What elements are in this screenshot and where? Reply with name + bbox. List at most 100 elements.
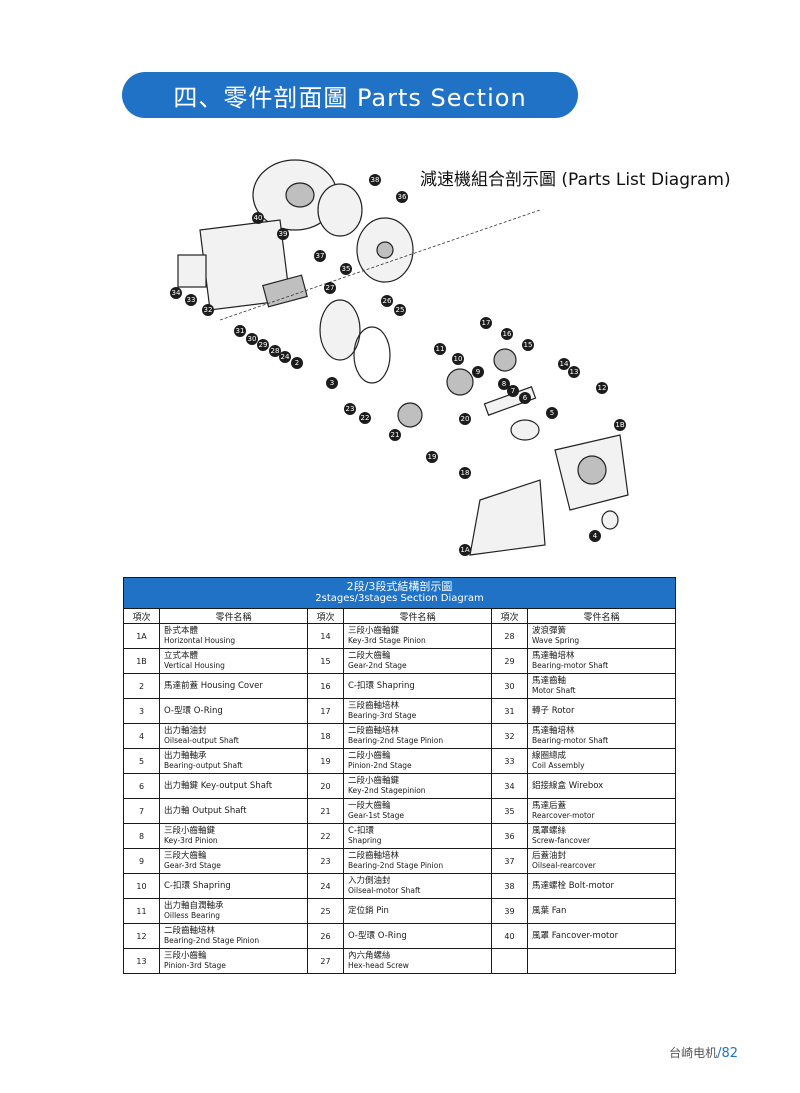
part-number: 8 bbox=[123, 823, 160, 849]
o-ring-part bbox=[353, 326, 391, 384]
svg-text:28: 28 bbox=[271, 347, 280, 355]
part-number: 1A bbox=[123, 623, 160, 649]
part-number: 7 bbox=[123, 798, 160, 824]
part-name-cn: 馬達前蓋 Housing Cover bbox=[164, 681, 263, 691]
part-name-cn: 馬達軸培林 bbox=[532, 651, 575, 661]
part-name-cn: 三段齒軸培林 bbox=[348, 701, 400, 711]
svg-text:1A: 1A bbox=[460, 546, 469, 554]
diagram-title: 減速機組合剖示圖 (Parts List Diagram) bbox=[420, 170, 731, 190]
svg-text:23: 23 bbox=[346, 405, 355, 413]
part-number: 20 bbox=[307, 773, 344, 799]
part-name-cn: 內六角螺絲 bbox=[348, 951, 391, 961]
part-name-cn: O-型環 O-Ring bbox=[164, 706, 223, 716]
svg-text:39: 39 bbox=[279, 230, 288, 238]
svg-text:9: 9 bbox=[476, 368, 480, 376]
part-number: 27 bbox=[307, 948, 344, 974]
part-name: C-扣環 Shapring bbox=[343, 673, 492, 699]
svg-text:32: 32 bbox=[204, 306, 213, 314]
callout-markers: 1A 1B 2 3 4 5 6 7 8 9 10 11 12 13 14 15 … bbox=[170, 174, 626, 556]
part-number: 37 bbox=[491, 848, 528, 874]
part-name: 鋁接線盒 Wirebox bbox=[527, 773, 676, 799]
svg-text:35: 35 bbox=[342, 265, 351, 273]
part-name-en: Screw-fancover bbox=[532, 836, 591, 845]
part-name-en: Vertical Housing bbox=[164, 661, 225, 670]
part-name-cn: 出力軸 Output Shaft bbox=[164, 806, 247, 816]
part-number: 36 bbox=[491, 823, 528, 849]
part-name-en: Oilseal-output Shaft bbox=[164, 736, 239, 745]
part-number: 21 bbox=[307, 798, 344, 824]
part-number: 30 bbox=[491, 673, 528, 699]
part-name-en: Horizontal Housing bbox=[164, 636, 236, 645]
exploded-parts-diagram: 1A 1B 2 3 4 5 6 7 8 9 10 11 12 13 14 15 … bbox=[160, 150, 660, 570]
svg-text:8: 8 bbox=[502, 380, 506, 388]
part-number: 26 bbox=[307, 923, 344, 949]
part-name-en: Bearing-motor Shaft bbox=[532, 661, 609, 670]
part-name-cn: 二段小齒軸鍵 bbox=[348, 776, 400, 786]
part-number: 3 bbox=[123, 698, 160, 724]
part-name-en: Gear-2nd Stage bbox=[348, 661, 407, 670]
part-name: 馬達螺栓 Bolt-motor bbox=[527, 873, 676, 899]
svg-text:3: 3 bbox=[330, 379, 334, 387]
part-name-cn: 風罩 Fancover-motor bbox=[532, 931, 619, 941]
part-number: 5 bbox=[123, 748, 160, 774]
fan-part bbox=[317, 183, 363, 237]
wirebox-part bbox=[177, 254, 207, 288]
part-number: 34 bbox=[491, 773, 528, 799]
part-number: 31 bbox=[491, 698, 528, 724]
part-name-en: Oilseal-rearcover bbox=[532, 861, 596, 870]
part-name: 出力軸鍵 Key-output Shaft bbox=[159, 773, 308, 799]
svg-text:18: 18 bbox=[461, 469, 470, 477]
part-name-cn: 二段大齒輪 bbox=[348, 651, 391, 661]
section-title-banner: 四、零件剖面圖 Parts Section bbox=[122, 72, 578, 118]
part-number bbox=[491, 948, 528, 974]
gear-part bbox=[446, 368, 474, 396]
part-name-cn: 出力軸鍵 Key-output Shaft bbox=[164, 781, 273, 791]
part-name-cn: O-型環 O-Ring bbox=[348, 931, 407, 941]
svg-text:24: 24 bbox=[281, 353, 290, 361]
parts-table-title-en: 2stages/3stages Section Diagram bbox=[315, 593, 484, 604]
part-name: O-型環 O-Ring bbox=[343, 923, 492, 949]
svg-text:20: 20 bbox=[461, 415, 470, 423]
svg-text:14: 14 bbox=[560, 360, 569, 368]
part-name: O-型環 O-Ring bbox=[159, 698, 308, 724]
svg-text:10: 10 bbox=[454, 355, 463, 363]
part-number: 13 bbox=[123, 948, 160, 974]
part-number: 2 bbox=[123, 673, 160, 699]
part-number: 33 bbox=[491, 748, 528, 774]
part-name-cn: C-扣環 Shapring bbox=[164, 881, 231, 891]
svg-text:36: 36 bbox=[398, 193, 407, 201]
part-name-en: Oilseal-motor Shaft bbox=[348, 886, 421, 895]
part-name-cn: 三段大齒輪 bbox=[164, 851, 207, 861]
part-name-en: Bearing-2nd Stage Pinion bbox=[348, 861, 444, 870]
part-name-cn: 出力軸油封 bbox=[164, 726, 207, 736]
parts-table-title-cn: 2段/3段式結構剖示圖 bbox=[346, 580, 453, 593]
part-name-en: Key-3rd Stage Pinion bbox=[348, 636, 426, 645]
col-name-header: 零件名稱 bbox=[527, 608, 676, 624]
part-name-cn: 馬達齒軸 bbox=[532, 676, 567, 686]
part-name-en: Key-2nd Stagepinion bbox=[348, 786, 426, 795]
svg-text:13: 13 bbox=[570, 368, 579, 376]
part-name-cn: 二段齒軸培林 bbox=[164, 926, 216, 936]
